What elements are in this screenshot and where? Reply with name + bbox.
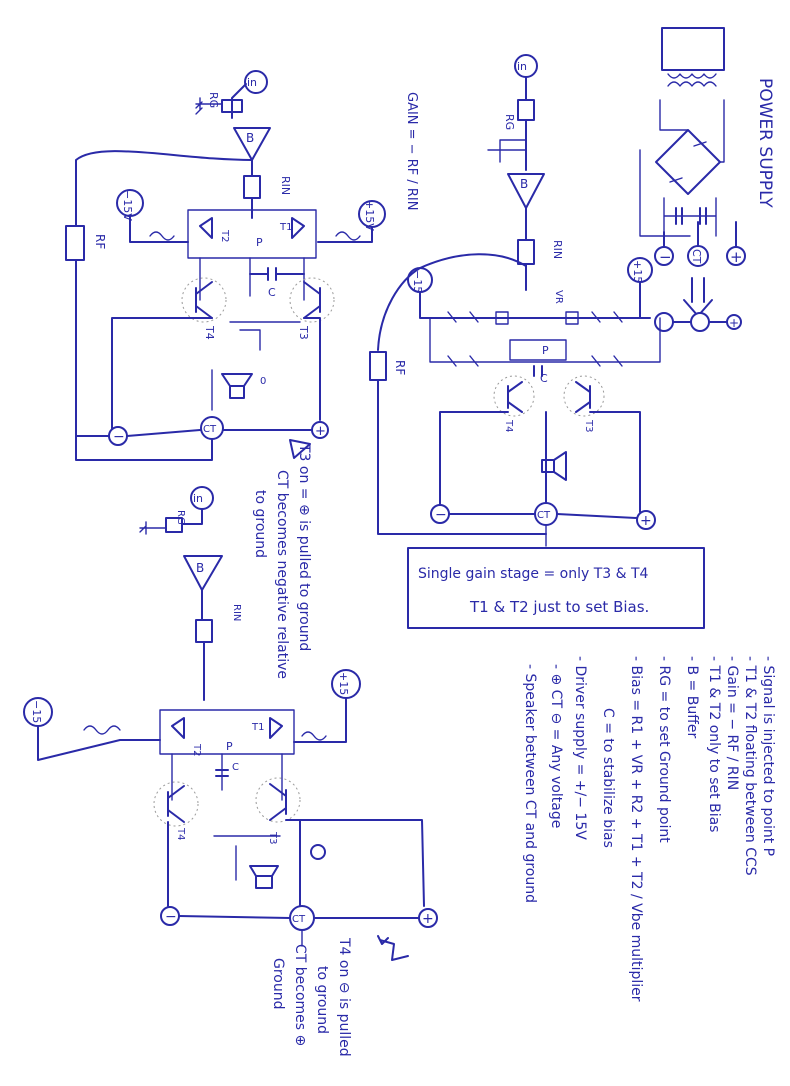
- tr-supply-pos: +15: [631, 260, 644, 283]
- svg-text:to ground: to ground: [314, 966, 330, 1034]
- bc-supply-neg: −15: [30, 700, 43, 723]
- speaker-icon: [221, 373, 253, 399]
- tl-p-label: P: [256, 236, 263, 249]
- tr-buffer-label: B: [520, 177, 528, 191]
- tl-speaker-sign: 0: [260, 376, 266, 387]
- bc-supply-pos: +15: [337, 672, 350, 695]
- tr-gain-formula: GAIN = − RF / RIN: [404, 92, 419, 210]
- triangle-marker-icon: [289, 439, 311, 459]
- bc-speaker-icon: [249, 865, 279, 889]
- bc-p-label: P: [226, 740, 233, 753]
- power-supply-diagram: POWER SUPPLY + CT − +: [639, 27, 775, 332]
- svg-text:Ground: Ground: [270, 958, 286, 1010]
- bc-t2-label: T2: [191, 743, 202, 756]
- ps-terminal-ct: CT: [690, 249, 703, 264]
- boxed-note-line1: Single gain stage = only T3 & T4: [418, 566, 649, 582]
- ps-terminal-minus: −: [659, 248, 672, 266]
- note-0: - Signal is injected to point P: [760, 656, 776, 856]
- tl-supply-neg: −15V: [121, 190, 134, 221]
- bridge-rectifier-icon: [655, 99, 725, 195]
- tr-out-minus: −: [435, 507, 447, 523]
- tl-t4-label: T4: [203, 325, 216, 340]
- filter-capacitors-icon: [639, 149, 717, 237]
- bc-note-t4: T4 on ⊖ is pulled to ground CT becomes ⊕…: [270, 937, 352, 1057]
- tl-note-t3: T3 on = ⊕ is pulled to ground CT becomes…: [252, 443, 312, 679]
- note-3: - T1 & T2 only to set Bias: [706, 656, 722, 832]
- notes-list: - Signal is injected to point P - T1 & T…: [522, 656, 776, 1002]
- tl-supply-pos: +15V: [363, 200, 376, 231]
- bc-buffer-label: B: [196, 561, 204, 575]
- bc-rin-label: RIN: [231, 604, 242, 621]
- tr-vr-label: VR: [553, 290, 564, 304]
- tr-input-label: in: [517, 60, 527, 73]
- note-10: - Speaker between CT and ground: [522, 664, 538, 903]
- tr-rf-label: RF: [393, 360, 407, 375]
- bc-out-minus: −: [165, 909, 177, 925]
- tl-c-label: C: [268, 286, 276, 299]
- tr-out-ct: CT: [537, 510, 551, 521]
- note-4: - B = Buffer: [684, 656, 700, 738]
- ps-terminal-plus: +: [730, 248, 743, 266]
- power-supply-title: POWER SUPPLY: [755, 78, 775, 208]
- tl-t1-label: T1: [279, 222, 292, 233]
- note-7: C = to stabilize bias: [600, 708, 616, 848]
- tl-out-plus: +: [315, 424, 326, 439]
- svg-text:CT becomes ⊕: CT becomes ⊕: [292, 944, 308, 1046]
- svg-text:CT becomes negative relative: CT becomes negative relative: [274, 470, 290, 679]
- tr-t4-label: T4: [503, 419, 514, 432]
- tr-speaker-icon: [541, 451, 567, 481]
- svg-text:T3 on = ⊕ is pulled to ground: T3 on = ⊕ is pulled to ground: [296, 443, 312, 651]
- down-arrow-icon: [683, 277, 713, 317]
- ps-ground-plus: +: [729, 316, 739, 330]
- tr-out-plus: +: [640, 513, 652, 529]
- boxed-note: Single gain stage = only T3 & T4 T1 & T2…: [407, 547, 705, 629]
- tr-t3-label: T3: [583, 419, 594, 432]
- bc-out-plus: +: [422, 911, 434, 927]
- bc-t1-label: T1: [251, 722, 264, 733]
- note-9: - ⊕ CT ⊖ = Any voltage: [548, 664, 564, 828]
- circuit-bottom: in RG B RIN −15 +15 T1 T2 P C T4 T3: [23, 486, 438, 1057]
- tl-rin-label: RIN: [279, 176, 292, 195]
- tl-t3-label: T3: [297, 325, 310, 340]
- tr-rg-label: RG: [503, 114, 516, 130]
- bc-c-label: C: [232, 762, 239, 773]
- bc-t3-label: T3: [267, 831, 278, 844]
- bc-out-ct: CT: [292, 914, 306, 925]
- note-6: - Bias = R1 + VR + R2 + T1 + T2 / Vbe mu…: [628, 656, 644, 1002]
- tl-out-ct: CT: [203, 424, 217, 435]
- bc-t4-label: T4: [175, 827, 186, 840]
- tr-p-label: P: [542, 344, 549, 357]
- note-5: - RG = to set Ground point: [656, 656, 672, 843]
- tr-supply-neg: −15: [411, 270, 424, 293]
- tl-out-minus: −: [113, 429, 125, 445]
- bc-rg-label: RG: [175, 510, 186, 525]
- circuit-top-left: in RG B RIN RF −15V +15V T1 T2 P C: [65, 70, 386, 679]
- tl-rf-label: RF: [93, 234, 107, 249]
- circuit-top-right: GAIN = − RF / RIN in RG B RIN −15 +15 VR…: [369, 54, 661, 547]
- bc-arrow-icon: [377, 935, 409, 961]
- tl-input-label: in: [247, 76, 257, 89]
- svg-text:T4 on ⊖ is pulled: T4 on ⊖ is pulled: [336, 937, 352, 1057]
- tl-t2-label: T2: [219, 229, 230, 242]
- tr-c-label: C: [540, 372, 548, 385]
- tl-rg-label: RG: [207, 92, 220, 108]
- tl-buffer-label: B: [246, 131, 254, 145]
- svg-text:to ground: to ground: [252, 490, 268, 558]
- note-1: - T1 & T2 floating between CCS: [742, 656, 758, 876]
- boxed-note-line2: T1 & T2 just to set Bias.: [469, 598, 649, 616]
- tr-rin-label: RIN: [551, 240, 564, 259]
- note-2: - Gain = − RF / RIN: [724, 656, 740, 790]
- bc-input-label: in: [193, 492, 203, 505]
- note-8: - Driver supply = +/− 15V: [572, 656, 588, 840]
- transformer-icon: [661, 27, 725, 87]
